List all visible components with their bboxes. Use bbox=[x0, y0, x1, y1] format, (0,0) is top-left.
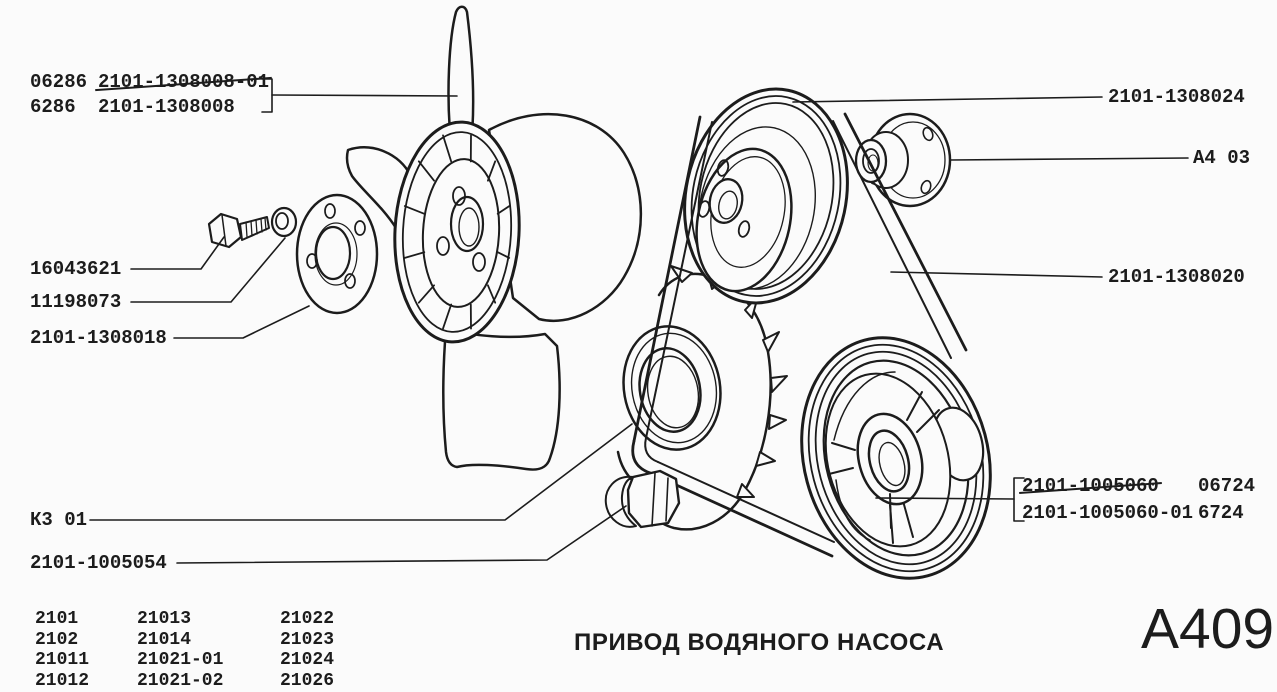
callout-ratchet: 2101-1005054 bbox=[30, 552, 167, 574]
model-number: 21014 bbox=[137, 629, 192, 650]
model-number: 21012 bbox=[35, 670, 90, 691]
crank-old-number: 2101-1005060 bbox=[1022, 475, 1159, 497]
crank-callout-new: 2101-1005060-01 6724 bbox=[1022, 502, 1255, 524]
applicability-table: 2101 2102 21011 21012 21013 21014 21021-… bbox=[35, 609, 334, 691]
model-number: 21024 bbox=[280, 650, 335, 670]
model-number: 21011 bbox=[35, 650, 90, 670]
leader-seal bbox=[89, 423, 633, 521]
model-number: 21026 bbox=[280, 670, 335, 691]
callout-fan-hub-flange: 2101-1308018 bbox=[30, 327, 167, 349]
leader-flange bbox=[173, 305, 310, 339]
leader-crank-pulley bbox=[875, 497, 1015, 500]
seal-boss bbox=[622, 325, 722, 451]
fan-new-code: 6286 bbox=[30, 96, 76, 118]
model-number: 2101 bbox=[35, 609, 79, 629]
crank-old-code: 06724 bbox=[1198, 475, 1256, 497]
callout-pump-pulley: 2101-1308024 bbox=[1108, 86, 1245, 108]
water-pump-pulley bbox=[683, 87, 849, 305]
crank-new-code: 6724 bbox=[1198, 502, 1244, 524]
applicability-column-1: 2101 2102 21011 21012 bbox=[35, 609, 137, 691]
callout-seal-code: К3 01 bbox=[30, 509, 88, 531]
callout-fan: 06286 2101-1308008-01 6286 2101-1308008 bbox=[30, 71, 269, 118]
leader-belt bbox=[890, 271, 1103, 278]
applicability-column-3: 21022 21023 21024 21026 bbox=[280, 609, 334, 691]
model-number: 21022 bbox=[280, 609, 335, 629]
ratchet-nut bbox=[604, 469, 681, 529]
fan-new-number: 2101-1308008 bbox=[98, 96, 235, 118]
leader-bolt bbox=[130, 236, 225, 270]
applicability-column-2: 21013 21014 21021-01 21021-02 bbox=[137, 609, 280, 691]
model-number: 21013 bbox=[137, 609, 192, 629]
washer bbox=[270, 206, 298, 238]
bolt bbox=[207, 212, 270, 249]
model-number: 21023 bbox=[280, 629, 335, 650]
model-number: 21021-01 bbox=[137, 650, 224, 670]
callout-belt: 2101-1308020 bbox=[1108, 266, 1245, 288]
fan-hub-flange bbox=[295, 193, 379, 315]
leader-ratchet bbox=[176, 505, 627, 564]
fan-callout-old: 06286 2101-1308008-01 bbox=[30, 71, 269, 93]
model-number: 2102 bbox=[35, 629, 79, 650]
crankshaft-pulley bbox=[800, 336, 992, 580]
model-number: 21021-02 bbox=[137, 670, 224, 691]
leader-pump-pulley bbox=[792, 96, 1103, 103]
callout-washer: 11198073 bbox=[30, 291, 122, 313]
leader-fan bbox=[271, 94, 458, 97]
callout-bolt: 16043621 bbox=[30, 258, 122, 280]
leader-hub bbox=[949, 157, 1189, 161]
drawing-title: ПРИВОД ВОДЯНОГО НАСОСА bbox=[574, 629, 945, 656]
crank-new-number: 2101-1005060-01 bbox=[1022, 502, 1194, 524]
leader-lines bbox=[89, 78, 1189, 564]
fan-callout-new: 6286 2101-1308008 bbox=[30, 96, 269, 118]
crank-callout-old: 2101-1005060 06724 bbox=[1022, 475, 1255, 497]
fan-old-number: 2101-1308008-01 bbox=[98, 71, 270, 93]
hub-ribs bbox=[403, 134, 511, 330]
callout-crank-pulley: 2101-1005060 06724 2101-1005060-01 6724 bbox=[1022, 475, 1255, 524]
leader-washer bbox=[130, 237, 286, 303]
fan-old-code: 06286 bbox=[30, 71, 88, 93]
callout-hub-code: А4 03 bbox=[1193, 147, 1251, 169]
page-code: А409 bbox=[1141, 597, 1275, 661]
fan-assembly bbox=[345, 5, 643, 471]
fan-belt bbox=[631, 112, 968, 558]
